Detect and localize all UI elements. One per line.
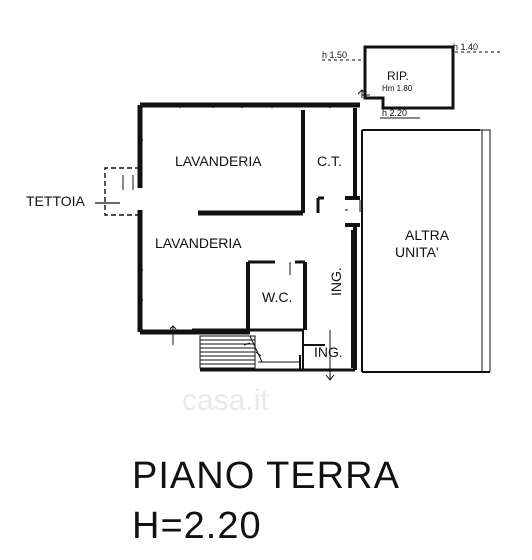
room-label-ing-bottom: ING.	[314, 344, 343, 360]
room-label-tettoia: TETTOIA	[26, 193, 86, 209]
room-label-altra-unita-line2: UNITA'	[395, 244, 439, 260]
rip-height-label: Hm 1.80	[382, 84, 413, 93]
height-note-h220: h 2.20	[382, 108, 407, 118]
stairs	[199, 335, 263, 369]
door-markers	[122, 175, 361, 381]
watermark: casa.it	[182, 384, 269, 417]
room-label-lavanderia-bottom: LAVANDERIA	[155, 235, 242, 251]
room-label-lavanderia-top: LAVANDERIA	[175, 153, 262, 169]
room-label-rip: RIP.	[387, 69, 409, 83]
walls	[137, 102, 360, 372]
rip-outline	[362, 45, 455, 110]
altra-unita-outline	[361, 129, 491, 373]
room-label-ing-vertical: ING.	[328, 267, 344, 296]
floor-height: H=2.20	[132, 505, 262, 547]
room-label-ct: C.T.	[317, 153, 342, 169]
floor-title: PIANO TERRA	[132, 455, 400, 497]
room-label-altra-unita-line1: ALTRA	[405, 227, 450, 243]
rip-arrow	[357, 89, 367, 98]
tettoia-outline	[104, 167, 140, 216]
height-note-h150: h 1.50	[322, 50, 347, 60]
height-note-h140: h 1.40	[453, 42, 478, 52]
room-label-wc: W.C.	[262, 289, 292, 305]
